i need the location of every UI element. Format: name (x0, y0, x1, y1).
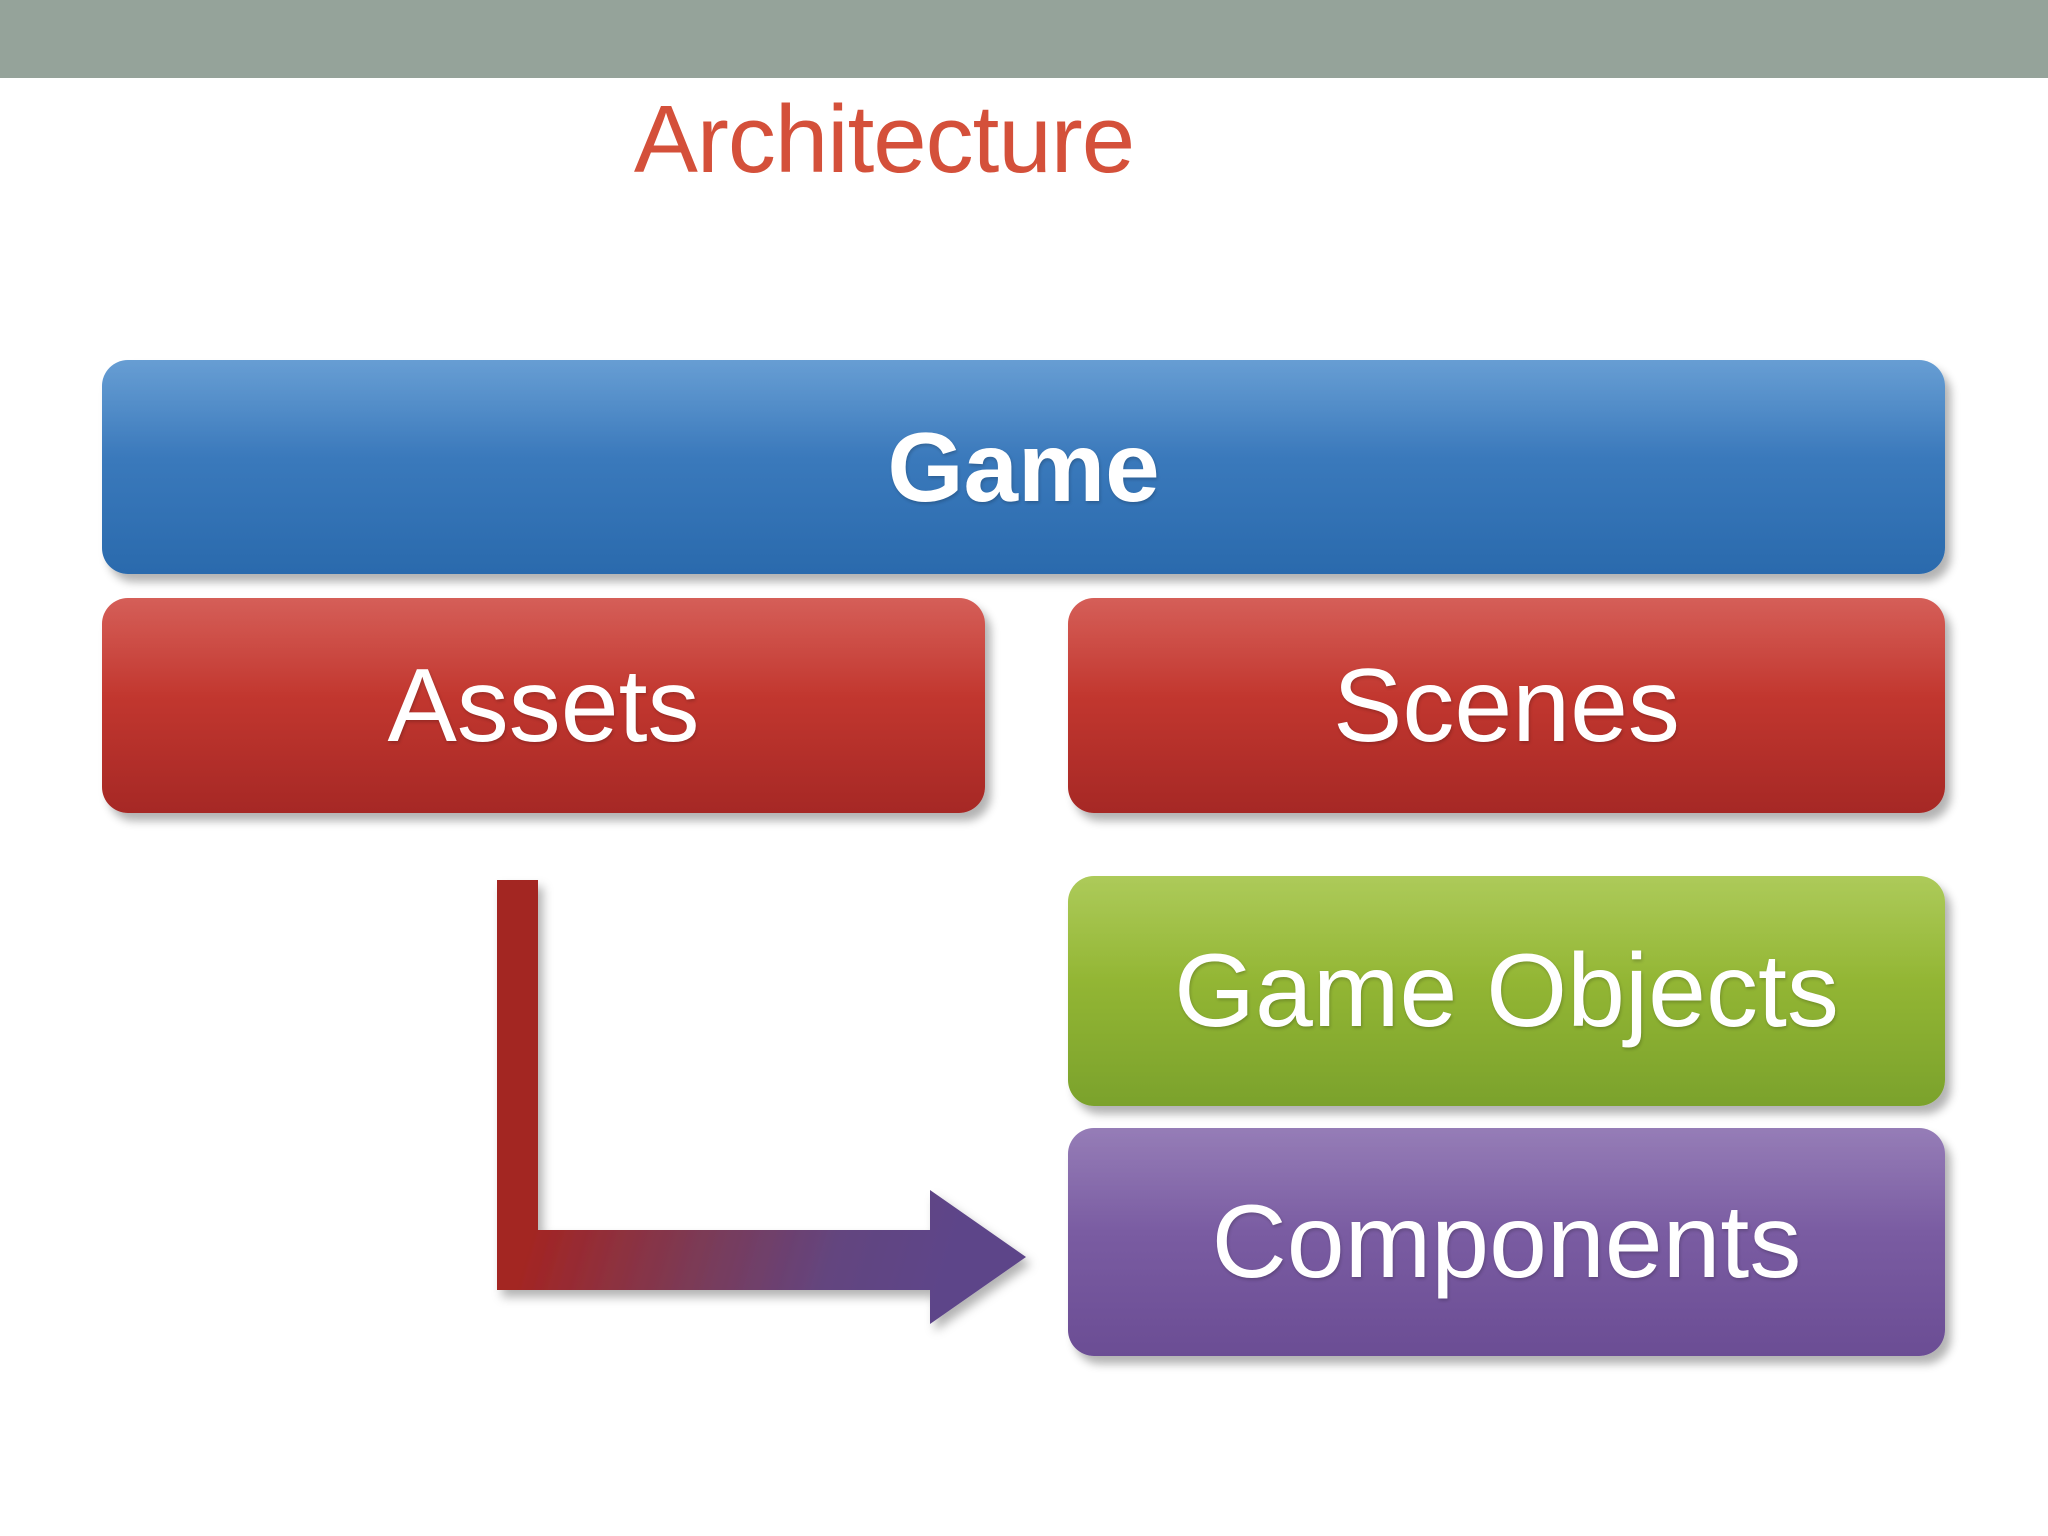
diagram-box-assets[interactable]: Assets (102, 598, 985, 813)
diagram-box-scenes-label: Scenes (1333, 647, 1680, 764)
page-title-text: Architecture (633, 86, 1135, 193)
slide-header-band (0, 0, 2048, 78)
diagram-box-game-objects-label: Game Objects (1174, 933, 1839, 1049)
diagram-box-scenes[interactable]: Scenes (1068, 598, 1945, 813)
page-title: Architecture (0, 86, 2048, 194)
diagram-box-game[interactable]: Game (102, 360, 1945, 574)
diagram-box-components-label: Components (1211, 1184, 1802, 1300)
elbow-arrow-icon (470, 860, 1070, 1360)
diagram-box-assets-label: Assets (387, 647, 700, 764)
diagram-box-components[interactable]: Components (1068, 1128, 1945, 1356)
diagram-box-game-label: Game (887, 412, 1160, 522)
diagram-box-game-objects[interactable]: Game Objects (1068, 876, 1945, 1106)
